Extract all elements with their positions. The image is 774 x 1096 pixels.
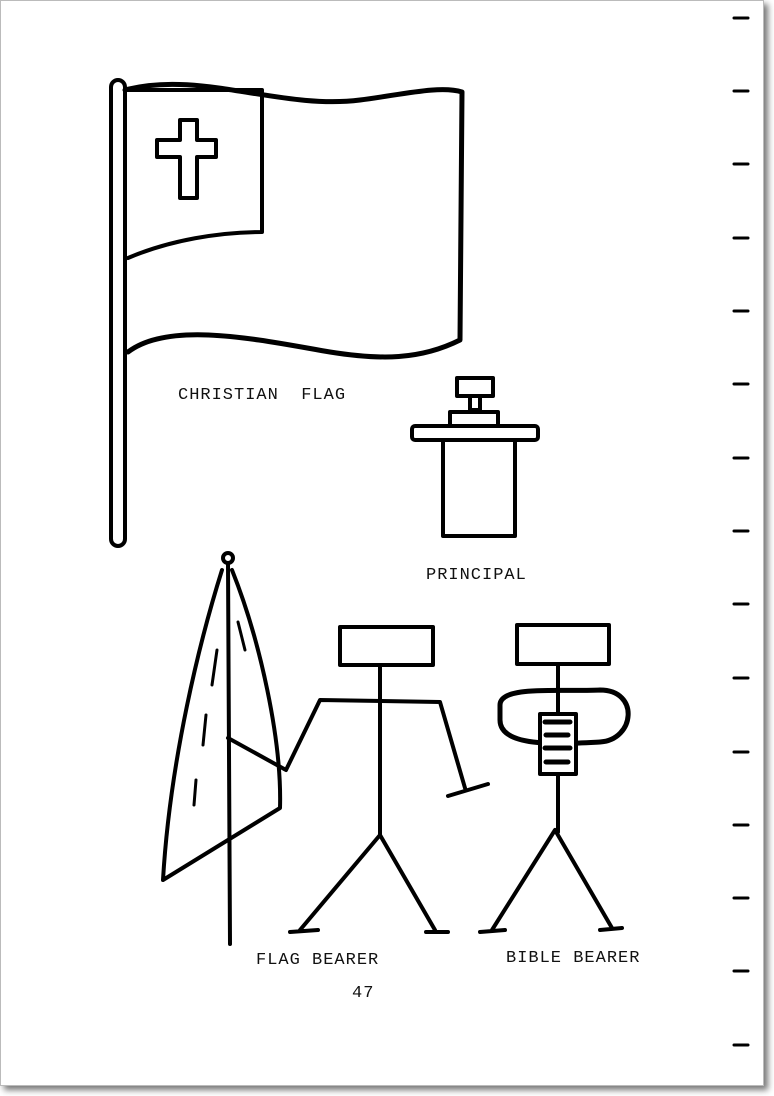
flag-bearer-drawing bbox=[161, 551, 490, 946]
cross-icon bbox=[155, 118, 218, 200]
principal-label: PRINCIPAL bbox=[426, 566, 527, 585]
christian-flag-drawing bbox=[109, 78, 465, 548]
bible-bearer-label: BIBLE BEARER bbox=[506, 949, 641, 968]
document-page bbox=[0, 0, 764, 1086]
flag-bearer-label: FLAG BEARER bbox=[256, 951, 380, 970]
bible-bearer-drawing bbox=[478, 623, 631, 934]
christian-flag-label: CHRISTIAN FLAG bbox=[178, 386, 347, 405]
margin-ticks bbox=[732, 16, 750, 1047]
principal-drawing bbox=[410, 376, 540, 538]
page-number: 47 bbox=[352, 984, 375, 1003]
